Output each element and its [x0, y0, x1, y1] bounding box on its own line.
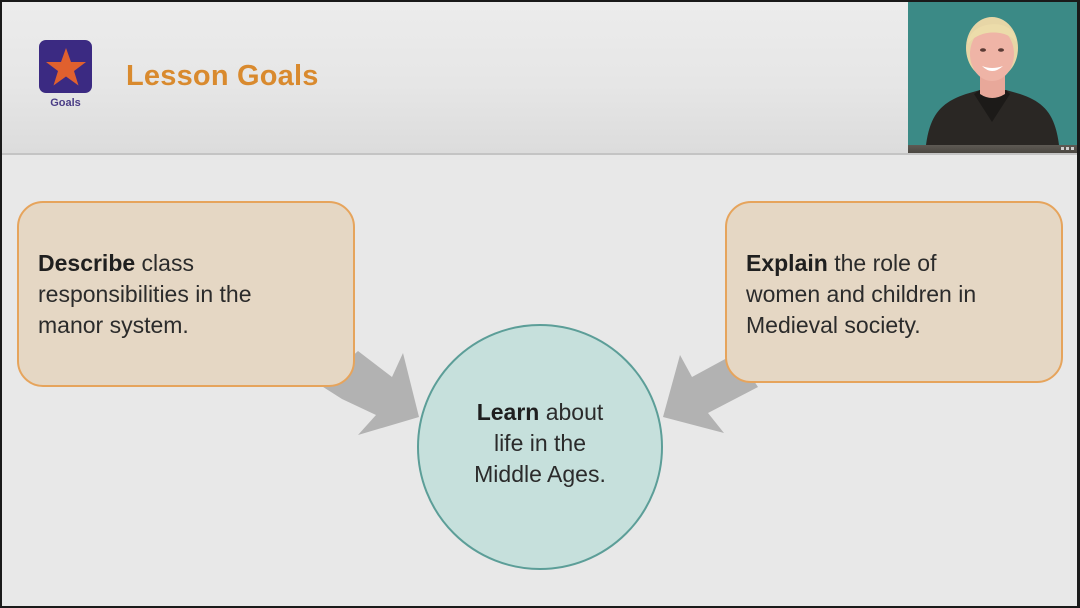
- goal-describe-line-1: class: [135, 250, 194, 276]
- video-controls-dots[interactable]: [1061, 147, 1074, 150]
- presenter-video[interactable]: [908, 2, 1077, 153]
- slide-content: Describe class responsibilities in the man…: [2, 155, 1077, 606]
- goal-explain-line-3: Medieval society.: [746, 312, 921, 338]
- goal-box-describe: Describe class responsibilities in the man…: [17, 201, 355, 387]
- page-title: Lesson Goals: [126, 60, 319, 92]
- presenter-figure: [926, 17, 1059, 145]
- goal-describe-verb: Describe: [38, 250, 136, 276]
- goal-explain-verb: Explain: [746, 250, 828, 276]
- goal-explain-text: Explain the role of women and children in…: [746, 248, 1051, 341]
- goal-box-explain: Explain the role of women and children in…: [725, 201, 1063, 383]
- goals-icon-label: Goals: [50, 97, 81, 109]
- goal-explain-line-2: women and children in: [746, 281, 977, 307]
- goal-learn-line-2: life in the: [493, 429, 587, 456]
- goal-describe-text: Describe class responsibilities in the man…: [38, 248, 343, 341]
- goals-badge: Goals: [39, 40, 94, 116]
- goal-learn-verb: Learn: [476, 398, 540, 425]
- slide-header: Goals Lesson Goals: [2, 2, 1077, 155]
- goal-describe-line-3: manor system.: [38, 312, 189, 338]
- goal-describe-line-2: responsibilities in the: [38, 281, 252, 307]
- goals-icon-tile: [39, 40, 92, 93]
- goal-learn-line-1: about: [539, 398, 604, 425]
- star-icon: [45, 47, 86, 85]
- goal-explain-line-1: the role of: [827, 250, 937, 276]
- goal-learn-line-3: Middle Ages.: [474, 460, 606, 487]
- video-controls-bar[interactable]: [908, 145, 1077, 153]
